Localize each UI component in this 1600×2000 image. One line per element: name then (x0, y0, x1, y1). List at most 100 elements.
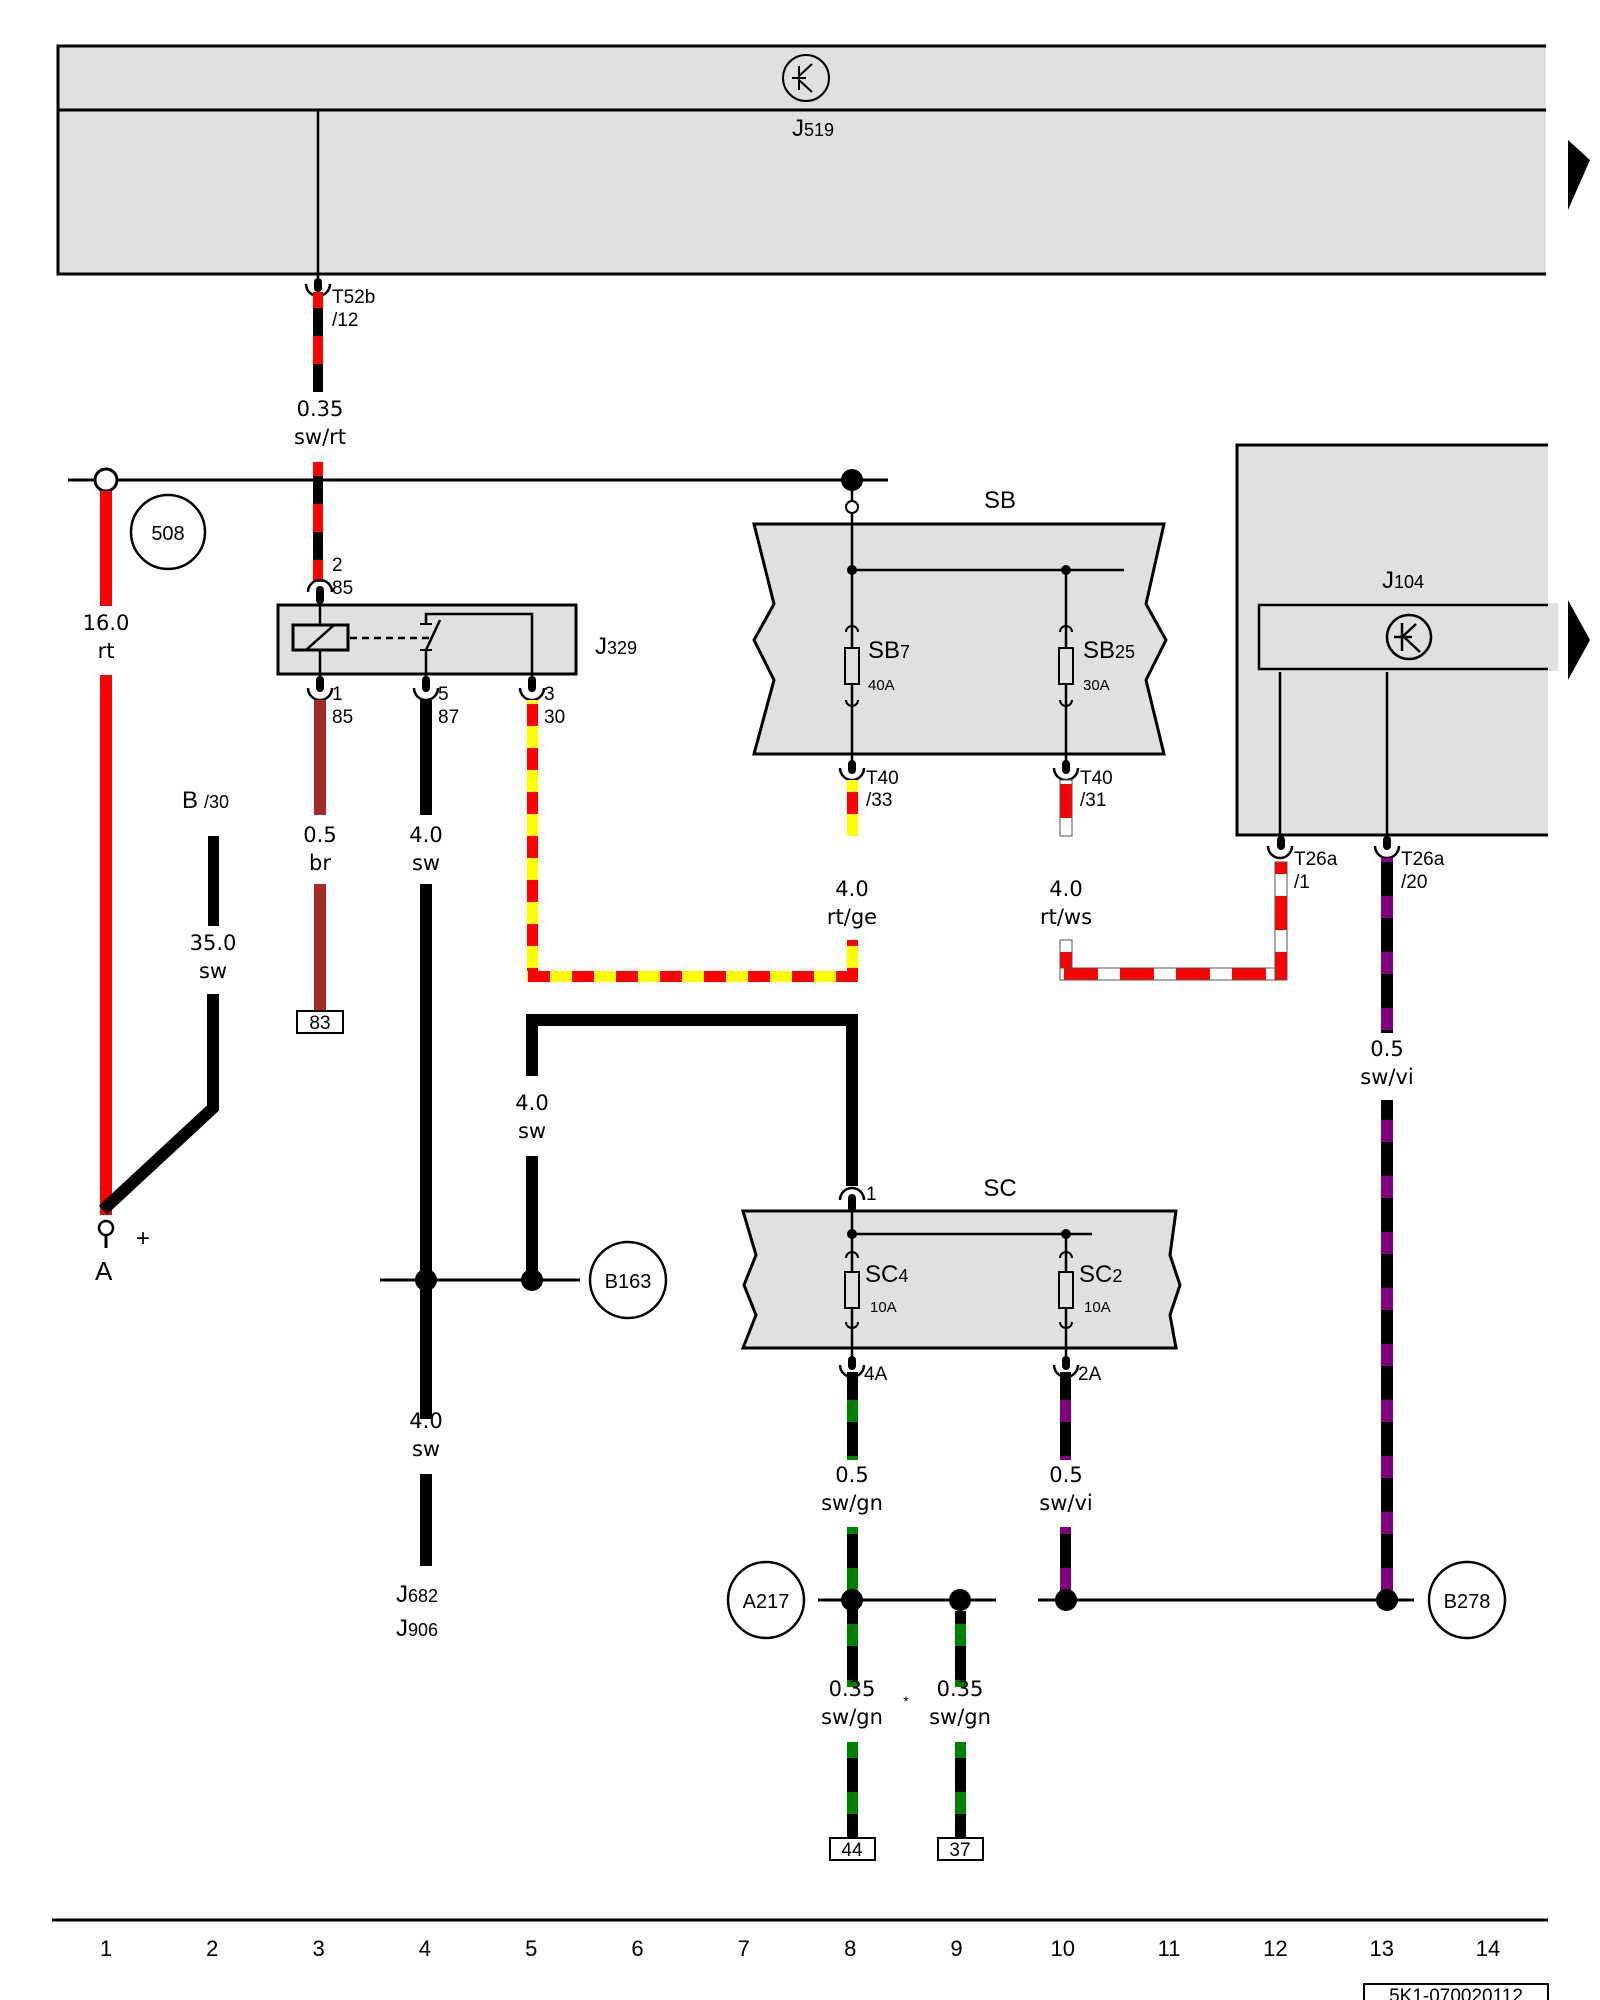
svg-text:sw/vi: sw/vi (1039, 1491, 1092, 1515)
svg-text:sw/gn: sw/gn (821, 1491, 883, 1515)
fuse-sb7[interactable]: SB7 40A (844, 625, 910, 707)
connection-b163[interactable]: B163 (588, 1240, 668, 1320)
control-unit-j104[interactable]: J104 (1235, 443, 1558, 838)
column-number: 10 (1051, 1936, 1075, 1961)
j104-label: J104 (1382, 567, 1424, 594)
svg-text:SC4: SC4 (865, 1261, 908, 1288)
svg-text:SB25: SB25 (1083, 637, 1135, 664)
svg-text:4.0: 4.0 (515, 1091, 548, 1115)
wire-swgn-44: 0.35 sw/gn 44 (821, 1611, 883, 1861)
svg-text:/33: /33 (866, 790, 892, 811)
connection-a217[interactable]: A217 (726, 1560, 806, 1640)
column-number: 4 (419, 1936, 431, 1961)
relay-j329[interactable]: 2 85 J329 (276, 555, 637, 676)
svg-text:85: 85 (332, 707, 353, 728)
wire-t52b-12: T52b /12 0.35 sw/rt (294, 278, 375, 582)
svg-text:5: 5 (438, 684, 449, 705)
column-number: 11 (1158, 1936, 1181, 1961)
svg-text:sw: sw (412, 1437, 440, 1461)
bus-junction-open (93, 467, 119, 493)
fuse-holder-sb[interactable]: SB SB7 40A SB25 30A (752, 480, 1168, 766)
svg-text:B163: B163 (605, 1271, 652, 1293)
svg-text:2A: 2A (1078, 1364, 1102, 1385)
svg-text:T26a: T26a (1401, 849, 1445, 870)
continuation-arrow-icon[interactable] (1568, 600, 1590, 680)
svg-text:35.0: 35.0 (190, 931, 237, 955)
continuation-arrow-icon[interactable] (1568, 140, 1590, 210)
connection-b278[interactable]: B278 (1427, 1560, 1507, 1640)
svg-text:sw: sw (412, 851, 440, 875)
wire-j329-pin5-sw: 5 87 4.0 sw 4.0 sw J682 J906 (396, 676, 459, 1642)
connector-pin-label: /12 (332, 310, 358, 331)
reference-37[interactable]: 37 (949, 1840, 970, 1861)
svg-text:sw: sw (518, 1119, 546, 1143)
fuse-sc2[interactable]: SC2 10A (1058, 1251, 1122, 1329)
column-number: 3 (312, 1936, 324, 1961)
svg-text:4.0: 4.0 (835, 877, 868, 901)
wire-t40-31-rtws: T40 /31 4.0 rt/ws (1040, 760, 1288, 981)
wire-battery-16-rt: 16.0 rt (83, 491, 129, 1215)
reference-44[interactable]: 44 (841, 1840, 863, 1861)
j519-label: J519 (792, 115, 834, 142)
j329-label: J329 (595, 633, 637, 660)
svg-text:2: 2 (332, 555, 343, 576)
svg-text:sw/gn: sw/gn (821, 1705, 883, 1729)
ecu-symbol-icon (782, 54, 830, 102)
svg-text:sw/gn: sw/gn (929, 1705, 991, 1729)
svg-text:30A: 30A (1083, 677, 1110, 694)
fuse-sb25[interactable]: SB25 30A (1058, 625, 1135, 707)
svg-text:5K1-070020112: 5K1-070020112 (1389, 1986, 1523, 2000)
svg-text:0.5: 0.5 (835, 1463, 868, 1487)
svg-text:0.5: 0.5 (1370, 1037, 1403, 1061)
column-number: 13 (1369, 1936, 1393, 1961)
wire-swgn-37: 0.35 sw/gn 37 (929, 1611, 991, 1861)
battery-a[interactable]: A + (95, 1219, 150, 1286)
svg-text:10A: 10A (870, 1299, 897, 1316)
battery-plus-label: + (136, 1225, 150, 1252)
column-number: 2 (206, 1936, 218, 1961)
j906-label: J906 (396, 1615, 438, 1642)
column-number: 7 (738, 1936, 750, 1961)
svg-text:/1: /1 (1294, 872, 1310, 893)
reference-83[interactable]: 83 (309, 1013, 330, 1034)
column-number: 14 (1476, 1936, 1500, 1961)
svg-text:0.5: 0.5 (1049, 1463, 1082, 1487)
b30-label: B/30 (182, 787, 229, 814)
sc-label: SC (983, 1175, 1016, 1202)
svg-text:4A: 4A (864, 1364, 888, 1385)
svg-text:4.0: 4.0 (409, 1409, 442, 1433)
wire-b30-35-sw: B/30 35.0 sw (98, 787, 237, 1215)
svg-text:sw: sw (199, 959, 227, 983)
svg-text:rt/ge: rt/ge (827, 905, 877, 929)
wire-sc4a-swgn: 4A 0.5 sw/gn (821, 1356, 888, 1627)
fuse-holder-sc[interactable]: 1 SC SC4 10A SC2 10A (740, 1175, 1182, 1362)
wire-sc1-sw: 4.0 sw (515, 1014, 858, 1278)
connector-t26a-1: T26a /1 (1266, 836, 1338, 893)
svg-text:87: 87 (438, 707, 459, 728)
svg-text:sw/vi: sw/vi (1360, 1065, 1413, 1089)
svg-text:1: 1 (332, 684, 343, 705)
svg-text:B278: B278 (1444, 1591, 1491, 1613)
fuse-sc4[interactable]: SC4 10A (844, 1251, 908, 1329)
svg-text:rt: rt (98, 639, 115, 663)
svg-text:10A: 10A (1084, 1299, 1111, 1316)
svg-text:/31: /31 (1080, 790, 1106, 811)
connection-508[interactable]: 508 (129, 493, 207, 571)
column-number: 9 (950, 1936, 962, 1961)
svg-text:1: 1 (866, 1184, 877, 1205)
svg-text:T40: T40 (1080, 768, 1113, 789)
j682-label: J682 (396, 1581, 438, 1608)
battery-label: A (95, 1256, 113, 1286)
svg-text:4.0: 4.0 (409, 823, 442, 847)
svg-text:SB7: SB7 (868, 637, 910, 664)
column-number: 6 (631, 1936, 643, 1961)
control-unit-j519: J519 (56, 44, 1556, 278)
svg-text:/20: /20 (1401, 872, 1427, 893)
svg-text:0.35: 0.35 (829, 1677, 876, 1701)
column-number: 12 (1263, 1936, 1287, 1961)
column-number: 8 (844, 1936, 856, 1961)
wire-sc2a-swvi: 2A 0.5 sw/vi (1039, 1356, 1102, 1600)
svg-text:85: 85 (332, 578, 353, 599)
svg-text:40A: 40A (868, 677, 895, 694)
